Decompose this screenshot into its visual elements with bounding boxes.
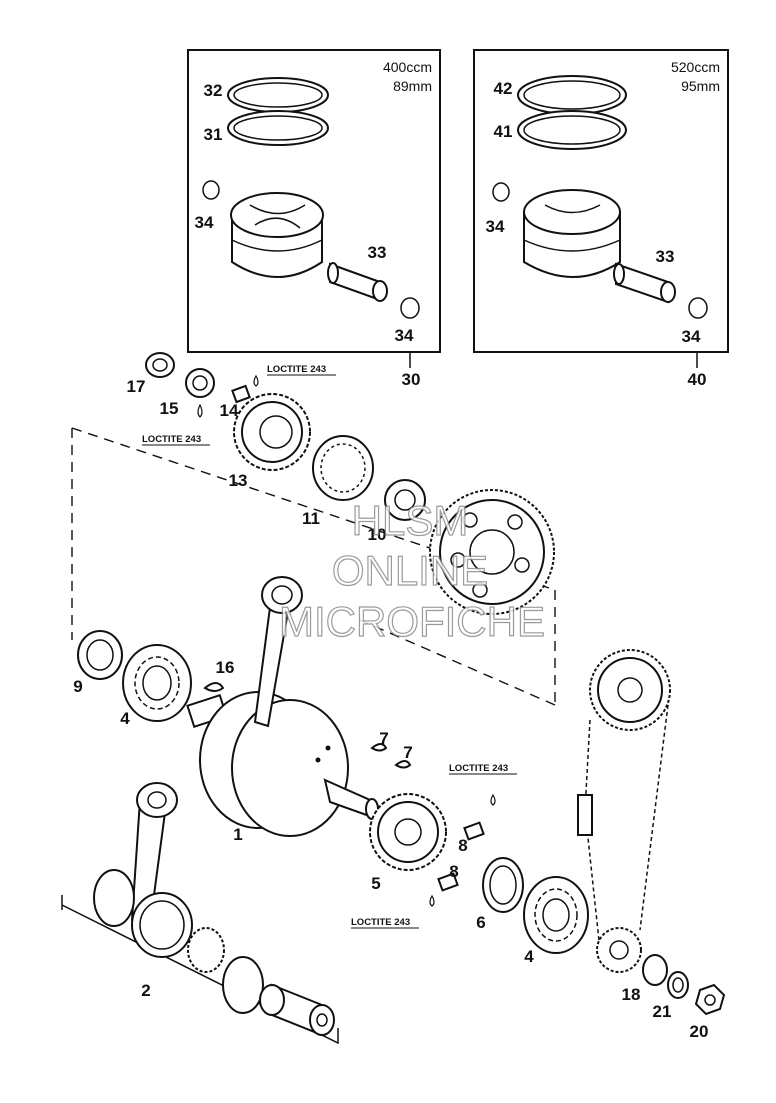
balancer-gear [233, 393, 311, 471]
callout-4: 4 [524, 947, 534, 966]
piston [230, 192, 324, 278]
loctite-note: LOCTITE 243 [449, 763, 508, 774]
circlip [202, 180, 220, 200]
callout-34: 34 [195, 213, 214, 232]
watermark: HLSM ONLINE MICROFICHE [278, 496, 545, 645]
needle-bearing-cage [312, 435, 374, 501]
loctite-drop [429, 793, 496, 907]
crankshaft [186, 576, 379, 837]
callout-14: 14 [220, 401, 239, 420]
washer [642, 954, 689, 999]
callout-1: 1 [233, 825, 242, 844]
callout-2: 2 [141, 981, 150, 1000]
box-right-bore: 95mm [681, 78, 720, 94]
piston [523, 189, 621, 278]
callout-34: 34 [682, 327, 701, 346]
callout-21: 21 [653, 1002, 672, 1021]
shaft-seal [77, 630, 123, 680]
thrust-washer [93, 869, 264, 1014]
callout-8: 8 [458, 836, 467, 855]
callout-18: 18 [622, 985, 641, 1004]
needle-bearing [384, 479, 426, 521]
piston-ring-second [227, 110, 329, 146]
piston-pin [327, 262, 388, 302]
callout-7: 7 [403, 743, 412, 762]
screw [437, 821, 485, 892]
connecting-rod [130, 782, 193, 958]
callout-10: 10 [368, 525, 387, 544]
assembly-guide-lines [71, 427, 556, 706]
camshaft-sprocket [589, 649, 671, 731]
shim-washer [482, 857, 524, 913]
circlip [400, 297, 420, 319]
callout-41: 41 [494, 122, 513, 141]
crank-gear [369, 793, 447, 871]
callout-6: 6 [476, 913, 485, 932]
callout-40: 40 [688, 370, 707, 389]
callout-33: 33 [656, 247, 675, 266]
piston-pin [613, 262, 676, 304]
loctite-notes: LOCTITE 243 LOCTITE 243 LOCTITE 243 LOCT… [142, 364, 517, 929]
callout-8: 8 [449, 862, 458, 881]
callout-16: 16 [216, 658, 235, 677]
callout-30: 30 [402, 370, 421, 389]
callout-34: 34 [486, 217, 505, 236]
loctite-note: LOCTITE 243 [267, 364, 326, 375]
callout-7: 7 [379, 729, 388, 748]
callout-4: 4 [120, 709, 130, 728]
timing-chain [577, 704, 669, 951]
callout-33: 33 [368, 243, 387, 262]
box-right-displacement: 520ccm [671, 59, 720, 75]
callout-15: 15 [160, 399, 179, 418]
screw [231, 374, 259, 404]
conrod-bearing [187, 927, 225, 973]
crank-sprocket [596, 927, 642, 973]
callout-13: 13 [229, 471, 248, 490]
crank-pin [259, 983, 335, 1037]
collar-nut [185, 368, 215, 418]
callout-42: 42 [494, 79, 513, 98]
circlip [492, 182, 510, 202]
callout-17: 17 [127, 377, 146, 396]
piston-kit-box-400: 400ccm 89mm [187, 49, 441, 368]
woodruff-keys [370, 743, 412, 769]
woodruff-key [203, 682, 225, 692]
piston-ring-second [517, 110, 627, 150]
piston-kit-box-520: 520ccm 95mm [473, 49, 729, 368]
box-left-displacement: 400ccm [383, 59, 432, 75]
callout-11: 11 [302, 509, 320, 528]
loctite-note: LOCTITE 243 [351, 917, 410, 928]
callout-32: 32 [204, 81, 223, 100]
hex-nut [694, 983, 726, 1016]
callout-31: 31 [204, 125, 223, 144]
callout-9: 9 [73, 677, 82, 696]
loctite-note: LOCTITE 243 [142, 434, 201, 445]
box-left-bore: 89mm [393, 78, 432, 94]
callout-34: 34 [395, 326, 414, 345]
circlip [688, 297, 708, 319]
callout-5: 5 [371, 874, 380, 893]
watermark-line-1: HLSM [352, 497, 469, 544]
callout-20: 20 [690, 1022, 709, 1041]
callout-numbers: 32 31 34 33 34 30 42 41 34 33 34 40 17 1… [73, 79, 708, 1041]
main-bearing-left [122, 644, 192, 722]
oil-seal [145, 352, 175, 378]
primary-gear-large [429, 489, 555, 615]
watermark-line-2: ONLINE [332, 547, 488, 594]
watermark-line-3: MICROFICHE [279, 598, 545, 645]
main-bearing-right [523, 876, 589, 954]
